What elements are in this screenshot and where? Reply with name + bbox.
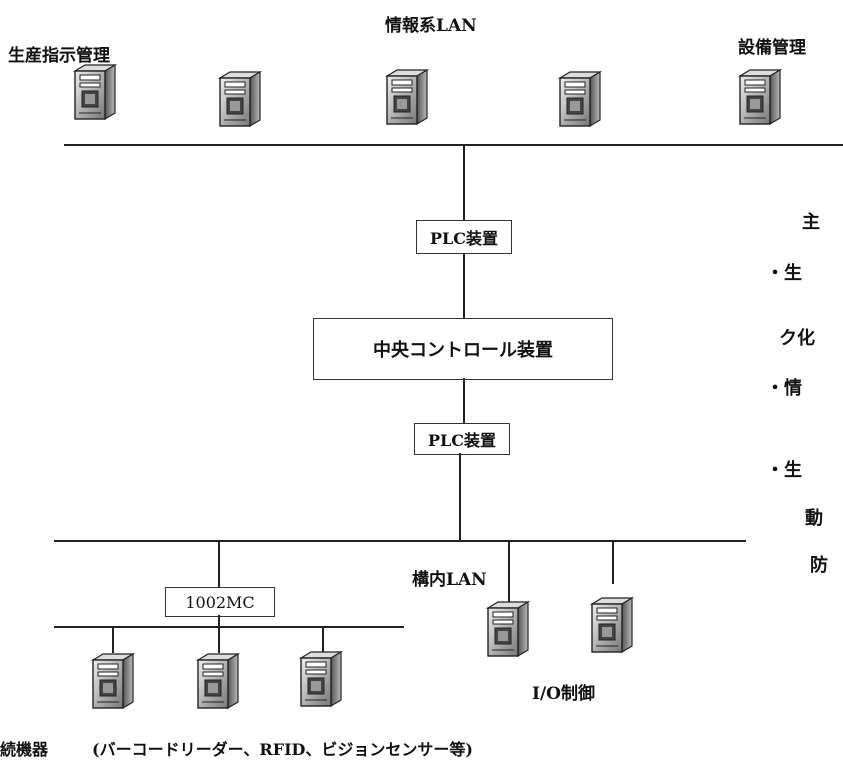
side-text-3: ク化 [779, 328, 815, 349]
trunk-line-4 [459, 453, 461, 541]
drop-line [112, 627, 114, 653]
side-text-1: 主 [802, 212, 820, 233]
bottom-bus [54, 540, 746, 542]
plc-device-top: PLC装置 [416, 220, 512, 254]
server-tower-icon [556, 70, 602, 128]
server-tower-icon [588, 596, 634, 654]
server-tower-icon [216, 70, 262, 128]
side-text-4: ・情 [766, 378, 802, 399]
internal-lan-label: 構内LAN [412, 570, 487, 590]
bottom-note: (バーコードリーダー、RFID、ビジョンセンサー等) [92, 740, 473, 759]
trunk-line-2 [463, 254, 465, 318]
side-text-6: 動 [805, 508, 823, 529]
io-control-label: I/O制御 [532, 684, 595, 704]
io-drop-line [508, 542, 510, 602]
mc-connector [218, 542, 220, 587]
side-text-5: ・生 [766, 460, 802, 481]
drop-line [322, 627, 324, 653]
plc-device-bottom: PLC装置 [414, 423, 510, 455]
server-tower-icon [484, 600, 530, 658]
side-text-2: ・生 [766, 263, 802, 284]
device-sub-bus [54, 626, 404, 628]
bottom-left-caption: 続機器 [0, 740, 49, 759]
central-control-device: 中央コントロール装置 [313, 318, 613, 380]
mc-device-box: 1002MC [165, 587, 275, 617]
server-tower-icon [297, 650, 343, 708]
side-text-7: 防 [810, 555, 828, 576]
drop-line [218, 627, 220, 653]
server-tower-icon [89, 652, 135, 710]
server-tower-icon [71, 63, 117, 121]
equipment-mgmt-label: 設備管理 [738, 38, 806, 58]
server-tower-icon [383, 68, 429, 126]
io-drop-line [612, 542, 614, 584]
info-lan-bus [64, 144, 843, 146]
production-mgmt-label: 生産指示管理 [8, 46, 110, 66]
trunk-line-1 [463, 146, 465, 220]
server-tower-icon [736, 68, 782, 126]
info-lan-label: 情報系LAN [385, 16, 477, 36]
mc-down-line [218, 615, 220, 627]
server-tower-icon [194, 652, 240, 710]
trunk-line-3 [463, 378, 465, 423]
